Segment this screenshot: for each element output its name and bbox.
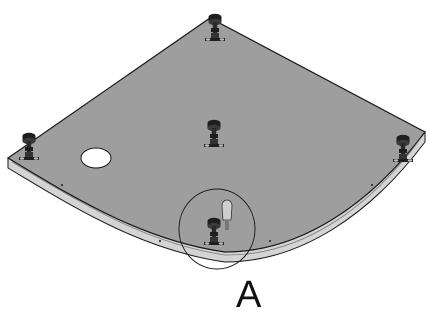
edge-screw-mark bbox=[370, 183, 374, 187]
edge-screw-mark bbox=[60, 183, 64, 187]
front-support-bolt bbox=[221, 199, 233, 230]
callout-label-a: A bbox=[236, 274, 262, 316]
detail-circle bbox=[178, 188, 256, 270]
edge-screw-mark bbox=[158, 239, 162, 243]
edge-screw-mark bbox=[268, 239, 272, 243]
drain-hole bbox=[80, 147, 112, 169]
